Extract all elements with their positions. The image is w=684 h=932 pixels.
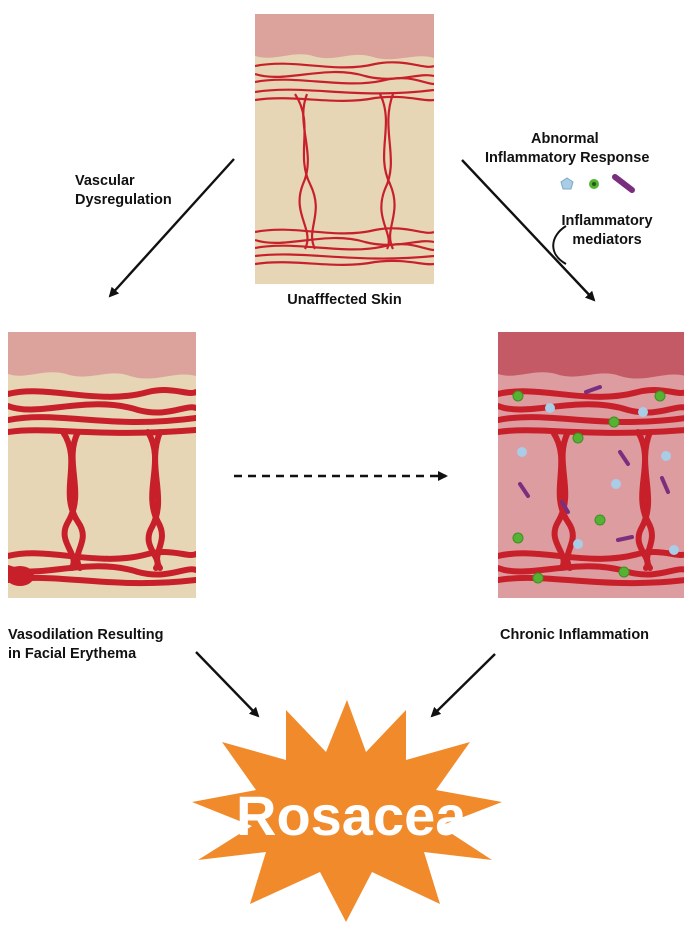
unaffected-skin-label: Unafffected Skin — [255, 291, 434, 310]
purple-rod-mediator-icon — [615, 177, 632, 190]
unaffected-skin-text: Unafffected Skin — [255, 291, 434, 310]
abnormal-line-1: Abnormal — [485, 130, 682, 149]
chronic-inflammation-text: Chronic Inflammation — [500, 626, 649, 645]
inflammatory-mediators-label: Inflammatory mediators — [552, 212, 662, 250]
abnormal-inflammatory-response-label: Abnormal Inflammatory Response — [485, 130, 682, 168]
abnormal-line-2: Inflammatory Response — [485, 149, 682, 168]
rosacea-label: Rosacea — [236, 786, 456, 846]
mediators-line-2: mediators — [552, 231, 662, 250]
mediators-line-1: Inflammatory — [552, 212, 662, 231]
vasodilation-line-2: in Facial Erythema — [8, 645, 164, 664]
vascular-line-2: Dysregulation — [75, 191, 172, 210]
vasodilation-line-1: Vasodilation Resulting — [8, 626, 164, 645]
vascular-line-1: Vascular — [75, 172, 172, 191]
vascular-dysregulation-label: Vascular Dysregulation — [75, 172, 172, 210]
green-dot-mediator-icon — [589, 179, 599, 189]
chronic-inflammation-label: Chronic Inflammation — [500, 626, 649, 645]
vasodilation-label: Vasodilation Resulting in Facial Erythem… — [8, 626, 164, 664]
arrow-inflammation-to-rosacea — [432, 654, 495, 716]
arrow-vasodilation-to-rosacea — [196, 652, 258, 716]
pentagon-mediator-icon — [561, 178, 573, 189]
